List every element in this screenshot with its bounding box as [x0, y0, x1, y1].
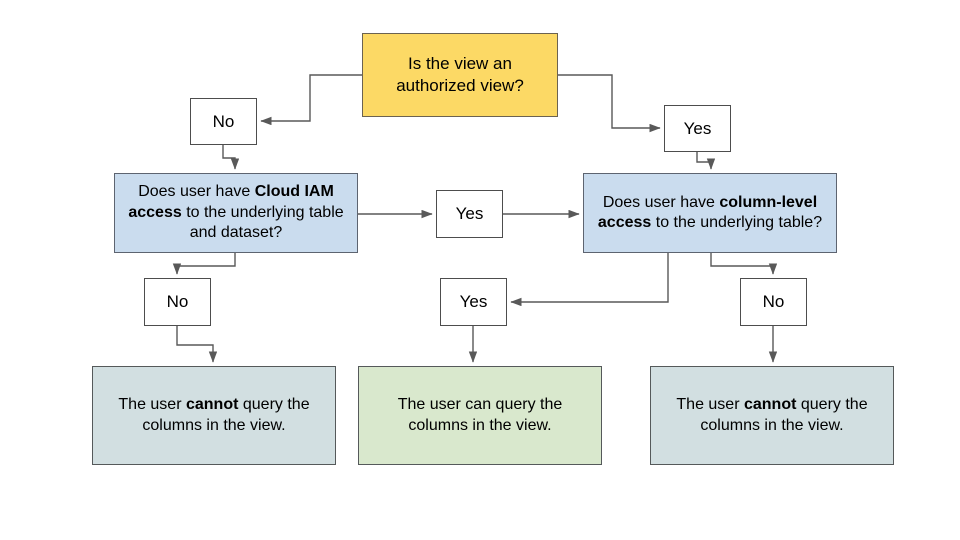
iam-question-text: Does user have Cloud IAM access to the u… [128, 183, 344, 242]
result-middle-text: The user can query the columns in the vi… [397, 396, 563, 434]
branch-no-left-label: No [166, 292, 189, 312]
edge-start-to-yes [558, 74, 661, 133]
edge-no-left-to-result [176, 326, 218, 363]
node-column-question[interactable]: Does user have column-level access to th… [583, 173, 837, 253]
node-start-question[interactable]: Is the view an authorized view? [362, 33, 558, 117]
branch-yes-middle-label: Yes [455, 204, 484, 224]
result-right-text: The user cannot query the columns in the… [676, 396, 868, 434]
iam-question-emphasis: Cloud IAM access [128, 183, 334, 221]
start-question-text: Is the view an authorized view? [396, 54, 524, 95]
column-question-text: Does user have column-level access to th… [597, 193, 823, 231]
branch-no-right-label: No [762, 292, 785, 312]
edge-iam-to-no-left [172, 253, 236, 275]
node-result-middle[interactable]: The user can query the columns in the vi… [358, 366, 602, 465]
node-branch-no-right[interactable]: No [740, 278, 807, 326]
node-branch-yes-bottom[interactable]: Yes [440, 278, 507, 326]
edge-column-to-yes-bottom [510, 253, 669, 307]
node-iam-question[interactable]: Does user have Cloud IAM access to the u… [114, 173, 358, 253]
edge-no-to-iam-question [222, 145, 240, 170]
edge-yes-to-column-question [696, 152, 716, 170]
edge-column-to-no-right [710, 253, 778, 275]
node-branch-yes-top[interactable]: Yes [664, 105, 731, 152]
node-result-left[interactable]: The user cannot query the columns in the… [92, 366, 336, 465]
result-left-text: The user cannot query the columns in the… [118, 396, 310, 434]
branch-yes-top-label: Yes [683, 118, 712, 138]
node-branch-no-top[interactable]: No [190, 98, 257, 145]
column-question-emphasis: column-level access [597, 193, 818, 231]
edge-start-to-no [260, 74, 362, 126]
node-branch-no-left[interactable]: No [144, 278, 211, 326]
result-right-emphasis: cannot [743, 396, 797, 414]
node-branch-yes-middle[interactable]: Yes [436, 190, 503, 238]
node-result-right[interactable]: The user cannot query the columns in the… [650, 366, 894, 465]
branch-yes-bottom-label: Yes [459, 292, 488, 312]
branch-no-top-label: No [212, 111, 235, 131]
result-left-emphasis: cannot [185, 396, 239, 414]
